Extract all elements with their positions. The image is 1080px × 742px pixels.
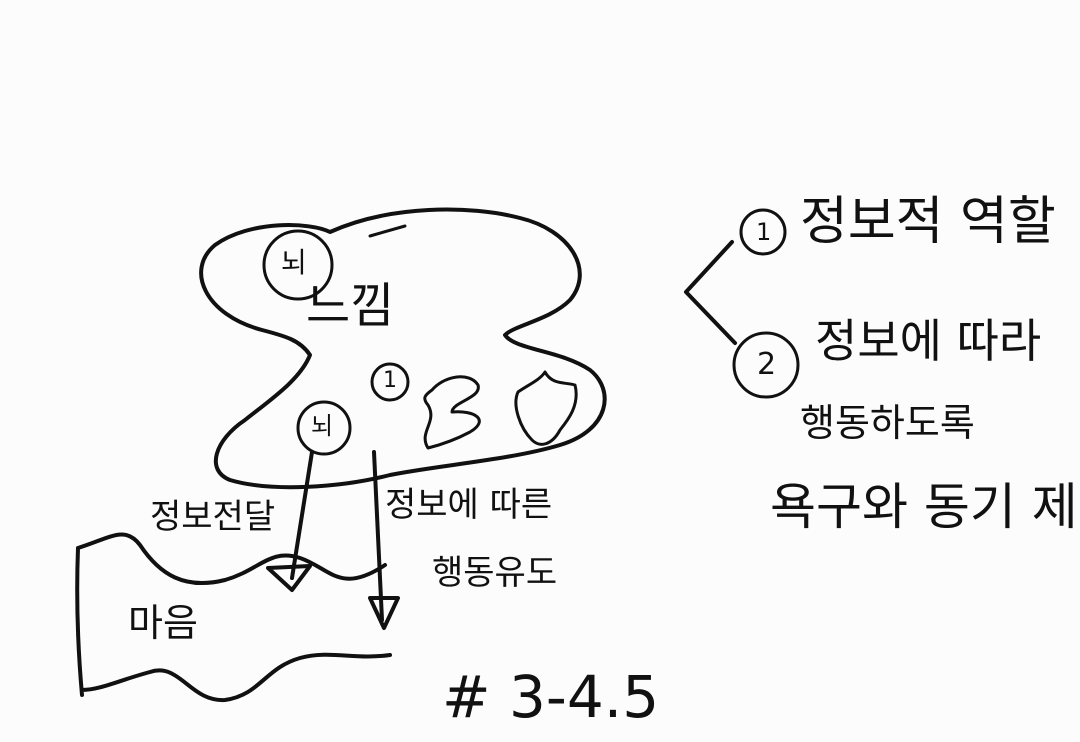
marker-mid-circle [370,362,410,402]
marker-bottom-circle [296,400,352,456]
role-2-number: 2 [757,347,777,382]
role-2-text-line3: 욕구와 동기 제공 [770,478,1080,536]
mind-region [75,532,392,703]
role-1-text: 정보적 역할 [800,192,1056,252]
marker-top-circle [262,229,334,301]
brain-squiggle-2 [514,370,578,446]
brain-outline [199,207,607,490]
role-2-text-line2: 행동하도록 [800,401,975,445]
role-1-number: 1 [756,218,772,246]
marker-bottom-label: 뇌 [311,412,334,440]
arrowhead-info-delivery [266,564,312,592]
role-2-circle [732,331,800,399]
arrowhead-behavior [368,596,400,630]
arrow-behavior [372,450,384,622]
marker-mid-number: 1 [383,368,397,393]
role-2-text-line1: 정보에 따라 [815,314,1042,368]
mind-label: 마음 [128,601,198,645]
brain-squiggle-1 [423,375,481,450]
arrow-right-label-line2: 행동유도 [432,553,558,593]
role-1-circle [739,208,787,256]
arrow-left-label: 정보전달 [150,497,276,537]
brain-title: 느낌 [306,278,395,334]
marker-top-label: 뇌 [281,246,307,279]
roles-bracket [684,240,737,345]
arrow-right-label-line1: 정보에 따른 [385,485,553,525]
brain-tick [368,224,407,238]
reference-label: # 3-4.5 [442,663,660,731]
